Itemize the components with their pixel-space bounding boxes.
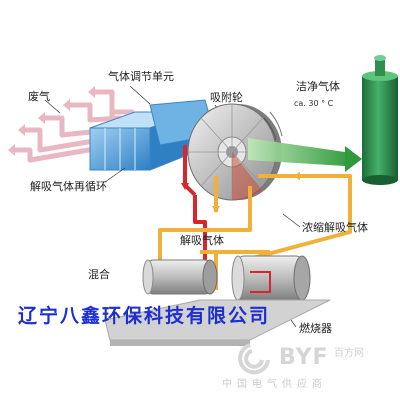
exhaust-cylinder [362,55,398,185]
byf-logo-icon [238,343,270,375]
label-desorption-gas: 解吸气体 [180,234,224,247]
label-mixing: 混合 [88,268,110,281]
label-combustor: 燃烧器 [299,322,332,335]
combustor-unit [231,255,311,301]
company-watermark: 辽宁八鑫环保科技有限公司 [18,305,271,327]
label-leaders [44,85,301,328]
brand-tagline: 中国电气供应商 [222,379,327,390]
label-adsorption-wheel: 吸附轮 [210,91,243,104]
mixer-tank [142,259,218,295]
label-clean-gas-temp: ca. 30 ° C [294,99,334,108]
label-gas-regulator: 气体调节单元 [108,70,174,83]
label-waste-gas: 废气 [28,90,50,103]
base-platform [104,299,331,346]
brand-subtitle: 百方网 [334,348,364,359]
label-desorption-recirculation: 解吸气体再循环 [30,180,107,193]
label-concentrated-desorption-gas: 浓缩解吸气体 [302,221,368,234]
waste-gas-arrows [8,86,95,156]
clean-gas-flow [248,138,362,172]
brand-watermark: BYF [279,345,329,370]
label-clean-gas: 洁净气体 [296,80,340,93]
